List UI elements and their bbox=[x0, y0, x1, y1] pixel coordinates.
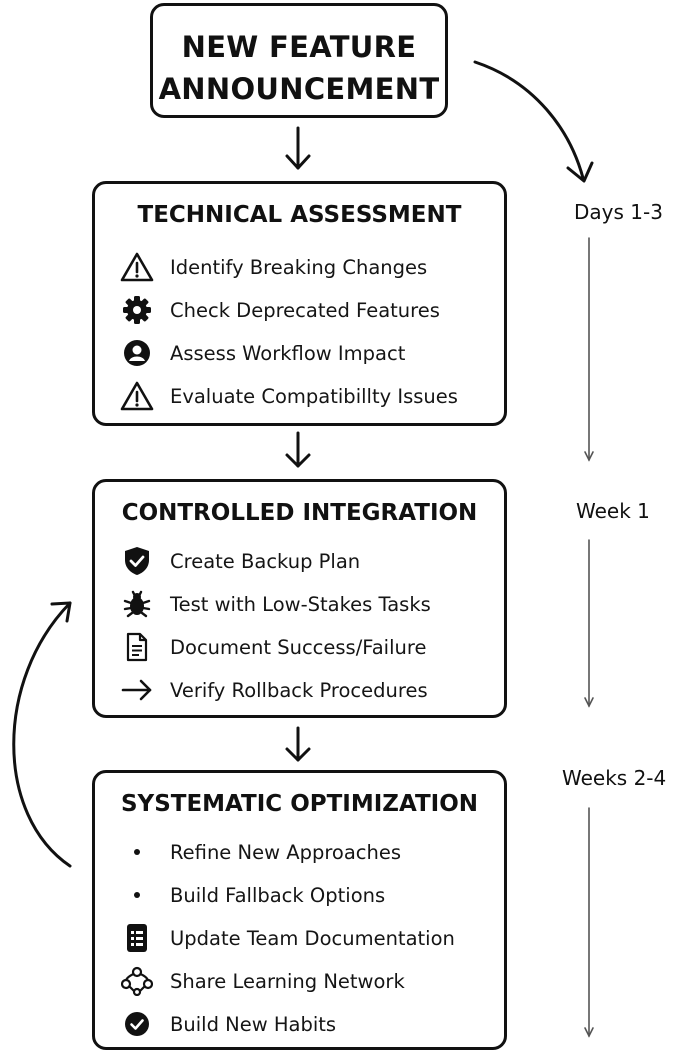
controlled-integration-title: CONTROLLED INTEGRATION bbox=[121, 500, 478, 526]
item-label: Assess Workflow Impact bbox=[170, 341, 406, 365]
list-item: Build Fallback Options bbox=[117, 878, 385, 912]
warning-triangle-icon bbox=[117, 250, 157, 284]
down-arrow-1 bbox=[285, 126, 311, 170]
bug-icon bbox=[117, 587, 157, 621]
controlled-integration-box: CONTROLLED INTEGRATION Create Backup Pla… bbox=[92, 479, 507, 718]
item-label: Share Learning Network bbox=[170, 969, 405, 993]
warning-triangle-icon bbox=[117, 379, 157, 413]
timeline-label-week1: Week 1 bbox=[576, 499, 650, 523]
timeline-arrow-days bbox=[584, 237, 594, 462]
list-item: Refine New Approaches bbox=[117, 835, 401, 869]
list-item: Evaluate Compatibillty Issues bbox=[117, 379, 458, 413]
item-label: Identify Breaking Changes bbox=[170, 255, 428, 279]
announcement-box: NEW FEATURE ANNOUNCEMENT bbox=[150, 3, 448, 118]
arrow-right-icon bbox=[117, 673, 157, 707]
shield-check-icon bbox=[117, 544, 157, 578]
timeline-label-weeks: Weeks 2-4 bbox=[562, 766, 667, 790]
list-item: Create Backup Plan bbox=[117, 544, 360, 578]
item-label: Check Deprecated Features bbox=[170, 298, 440, 322]
list-item: Identify Breaking Changes bbox=[117, 250, 427, 284]
systematic-optimization-box: SYSTEMATIC OPTIMIZATION Refine New Appro… bbox=[92, 770, 507, 1050]
network-icon bbox=[117, 964, 157, 998]
announcement-title-line2: ANNOUNCEMENT bbox=[158, 72, 440, 106]
list-item: Assess Workflow Impact bbox=[117, 336, 405, 370]
feedback-loop-arrow bbox=[12, 601, 72, 868]
document-icon bbox=[117, 630, 157, 664]
list-item: Update Team Documentation bbox=[117, 921, 455, 955]
item-label: Refine New Approaches bbox=[170, 840, 402, 864]
list-item: Verify Rollback Procedures bbox=[117, 673, 428, 707]
list-item: Check Deprecated Features bbox=[117, 293, 440, 327]
curved-arrow-to-timeline bbox=[473, 60, 594, 183]
down-arrow-2 bbox=[285, 431, 311, 468]
list-item: Share Learning Network bbox=[117, 964, 405, 998]
timeline-arrow-weeks bbox=[584, 807, 594, 1038]
timeline-label-days: Days 1-3 bbox=[574, 200, 663, 224]
item-label: Document Success/Failure bbox=[170, 635, 427, 659]
item-label: Build Fallback Options bbox=[170, 883, 386, 907]
technical-assessment-title: TECHNICAL ASSESSMENT bbox=[137, 202, 462, 228]
user-circle-icon bbox=[117, 336, 157, 370]
announcement-title-line1: NEW FEATURE bbox=[181, 30, 417, 64]
gear-icon bbox=[117, 293, 157, 327]
bullet-icon bbox=[117, 878, 157, 912]
systematic-optimization-title: SYSTEMATIC OPTIMIZATION bbox=[120, 791, 479, 817]
item-label: Verify Rollback Procedures bbox=[170, 678, 428, 702]
bullet-icon bbox=[117, 835, 157, 869]
item-label: Update Team Documentation bbox=[170, 926, 455, 950]
down-arrow-3 bbox=[285, 726, 311, 762]
timeline-arrow-week1 bbox=[584, 539, 594, 708]
announcement-title: NEW FEATURE ANNOUNCEMENT bbox=[153, 26, 445, 110]
item-label: Evaluate Compatibillty Issues bbox=[170, 384, 458, 408]
item-label: Build New Habits bbox=[170, 1012, 337, 1036]
notebook-icon bbox=[117, 921, 157, 955]
technical-assessment-box: TECHNICAL ASSESSMENT Identify Breaking C… bbox=[92, 181, 507, 426]
check-circle-icon bbox=[117, 1007, 157, 1041]
list-item: Test with Low-Stakes Tasks bbox=[117, 587, 431, 621]
item-label: Test with Low-Stakes Tasks bbox=[170, 592, 431, 616]
list-item: Document Success/Failure bbox=[117, 630, 426, 664]
item-label: Create Backup Plan bbox=[170, 549, 361, 573]
list-item: Build New Habits bbox=[117, 1007, 336, 1041]
